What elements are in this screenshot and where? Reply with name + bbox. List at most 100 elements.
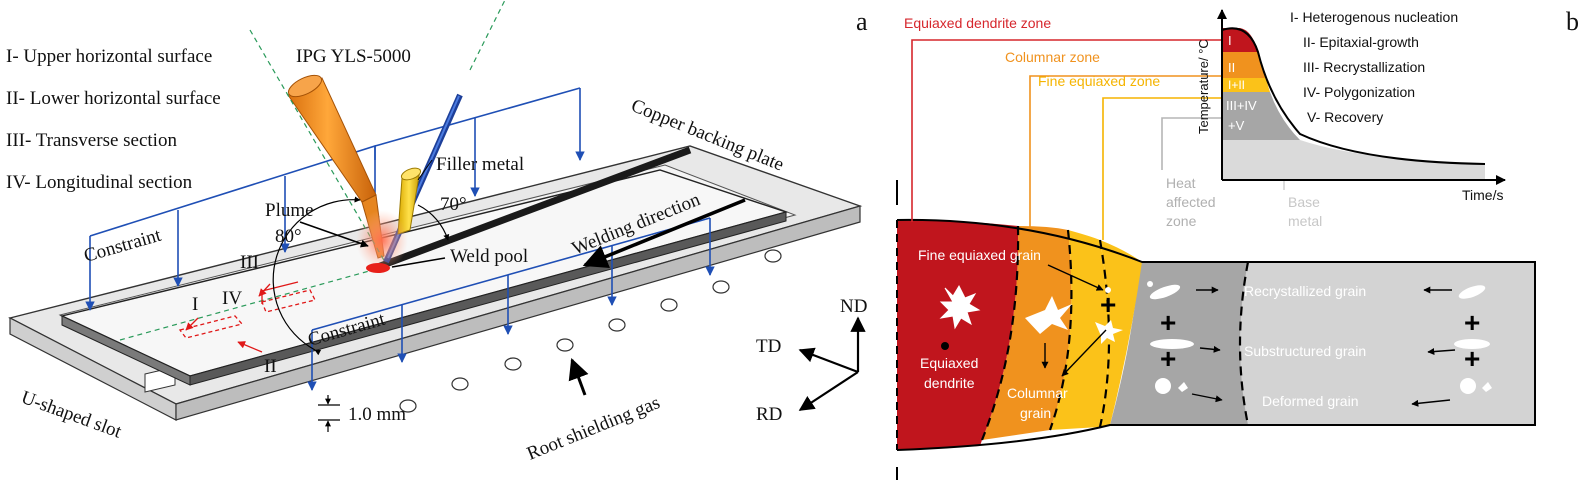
legend-item-2: II- Lower horizontal surface bbox=[6, 88, 221, 109]
angle-arc-laser bbox=[272, 196, 361, 356]
haz-zone-leader bbox=[1161, 117, 1225, 170]
band-base bbox=[1222, 140, 1485, 180]
columnar-grain-label-1: Columnar bbox=[1007, 385, 1068, 401]
columnar-zone-label: Columnar zone bbox=[1005, 49, 1100, 65]
weld-seam bbox=[373, 146, 692, 272]
thickness-dimension bbox=[318, 395, 340, 432]
angle-filler-label: 70° bbox=[440, 194, 467, 215]
filler-leader bbox=[417, 159, 433, 181]
band-I-II bbox=[1222, 78, 1270, 92]
temperature-plot bbox=[1217, 9, 1506, 185]
section-III-label: III bbox=[240, 252, 259, 273]
plume-label: Plume bbox=[265, 200, 314, 221]
columnar-region bbox=[982, 226, 1072, 440]
axis-nd-label: ND bbox=[840, 296, 867, 317]
svg-text:+: + bbox=[1464, 343, 1480, 374]
constraint-top-label: Constraint bbox=[82, 225, 165, 267]
band-III-IV-V bbox=[1222, 92, 1300, 140]
legend-item-1: I- Upper horizontal surface bbox=[6, 46, 212, 67]
columnar-zone-leader bbox=[1029, 75, 1225, 228]
fine-equiaxed-region-main bbox=[1050, 230, 1109, 430]
angle-arc-filler bbox=[417, 204, 450, 241]
band-I-label: I bbox=[1228, 33, 1232, 48]
section-IV-label: IV bbox=[222, 288, 242, 309]
panel-letter-b: b bbox=[1566, 7, 1579, 36]
recrystallized-grain-label: Recrystallized grain bbox=[1244, 283, 1366, 299]
weld-pool-label: Weld pool bbox=[450, 246, 528, 267]
filler-metal-label: Filler metal bbox=[436, 154, 524, 175]
fine-grain-dot bbox=[1105, 287, 1111, 293]
temperature-curve bbox=[1221, 27, 1486, 165]
weld-pool bbox=[366, 263, 390, 273]
legend-item-4: IV- Longitudinal section bbox=[6, 172, 193, 193]
panel-letter-a: a bbox=[856, 7, 868, 36]
columnar-glyph-2 bbox=[1095, 320, 1123, 344]
mechanism-4: IV- Polygonization bbox=[1303, 84, 1415, 100]
legend-item-3: III- Transverse section bbox=[6, 130, 177, 151]
fine-zone-leader bbox=[1102, 97, 1225, 240]
workpiece-edge-left bbox=[61, 315, 191, 386]
mechanism-3: III- Recrystallization bbox=[1303, 59, 1425, 75]
dendrite-glyph bbox=[939, 284, 981, 330]
band-I bbox=[1222, 28, 1258, 52]
columnar-grain-arrow-2 bbox=[1061, 329, 1107, 377]
haz-label-3: zone bbox=[1166, 213, 1197, 229]
u-slot-label: U-shaped slot bbox=[18, 387, 125, 443]
equiaxed-dendrite-label-2: dendrite bbox=[924, 375, 975, 391]
haz-label-2: affected bbox=[1166, 194, 1216, 210]
equiaxed-zone-leader bbox=[911, 39, 1225, 222]
svg-text:+: + bbox=[1160, 307, 1176, 338]
panel-b: + + + + + Equiaxed dend bbox=[896, 7, 1579, 480]
deformed-grain-label: Deformed grain bbox=[1262, 393, 1359, 409]
band-II-label: II bbox=[1228, 60, 1235, 75]
dendrite-dot bbox=[941, 342, 949, 350]
equiaxed-dendrite-label-1: Equiaxed bbox=[920, 355, 978, 371]
thickness-label: 1.0 mm bbox=[348, 404, 406, 425]
haz-label-1: Heat bbox=[1166, 175, 1196, 191]
fine-equiaxed-grain-label: Fine equiaxed grain bbox=[918, 247, 1041, 263]
substructured-grain-label: Substructured grain bbox=[1244, 343, 1366, 359]
plus-signs: + + + + + bbox=[1100, 289, 1480, 374]
plume bbox=[356, 210, 408, 270]
section-II-label: II bbox=[264, 356, 277, 377]
base-label-2: metal bbox=[1288, 213, 1322, 229]
svg-text:+: + bbox=[1464, 307, 1480, 338]
welding-direction-arrow bbox=[582, 198, 746, 269]
shielding-gas-holes bbox=[399, 249, 782, 413]
fine-equiaxed-region bbox=[1100, 240, 1142, 427]
plot-xlabel: Time/s bbox=[1462, 187, 1503, 203]
zone-boundaries bbox=[980, 225, 1250, 441]
root-gas-label: Root shielding gas bbox=[524, 392, 663, 464]
copper-backing-plate-side bbox=[175, 205, 861, 421]
grain-arrows bbox=[1191, 286, 1456, 407]
constraint-top bbox=[85, 87, 585, 311]
plot-ylabel: Temperature/ °C bbox=[1196, 39, 1211, 134]
grain-shapes bbox=[1147, 281, 1492, 394]
svg-text:+: + bbox=[1100, 289, 1116, 320]
mechanism-2: II- Epitaxial-growth bbox=[1303, 34, 1419, 50]
panel-a: I- Upper horizontal surface II- Lower ho… bbox=[6, 0, 868, 465]
band-III-IV-label-1: III+IV bbox=[1226, 98, 1257, 113]
band-III-IV-label-2: +V bbox=[1228, 118, 1245, 133]
mechanism-5: V- Recovery bbox=[1307, 109, 1383, 125]
section-markers bbox=[178, 281, 316, 353]
fine-grain-arrow bbox=[1047, 264, 1104, 291]
axis-td-label: TD bbox=[756, 336, 781, 357]
laser-model-label: IPG YLS-5000 bbox=[296, 46, 411, 67]
fine-zone-label: Fine equiaxed zone bbox=[1038, 73, 1160, 89]
weld-pool-leader bbox=[391, 257, 446, 268]
band-II bbox=[1222, 52, 1266, 78]
base-label-1: Base bbox=[1288, 194, 1320, 210]
equiaxed-zone-label: Equiaxed dendrite zone bbox=[904, 15, 1051, 31]
axis-rd-label: RD bbox=[756, 404, 782, 425]
columnar-grain-label-2: grain bbox=[1020, 405, 1051, 421]
weld-outline bbox=[896, 218, 1535, 451]
angle-laser-label: 80° bbox=[275, 226, 302, 247]
columnar-glyph-1 bbox=[1025, 296, 1072, 334]
equiaxed-dendrite-region bbox=[897, 220, 1019, 450]
section-I-label: I bbox=[192, 294, 198, 315]
root-gas-arrow bbox=[568, 358, 589, 396]
band-I-II-label: I+II bbox=[1228, 78, 1245, 92]
filler-nozzle bbox=[397, 167, 422, 235]
